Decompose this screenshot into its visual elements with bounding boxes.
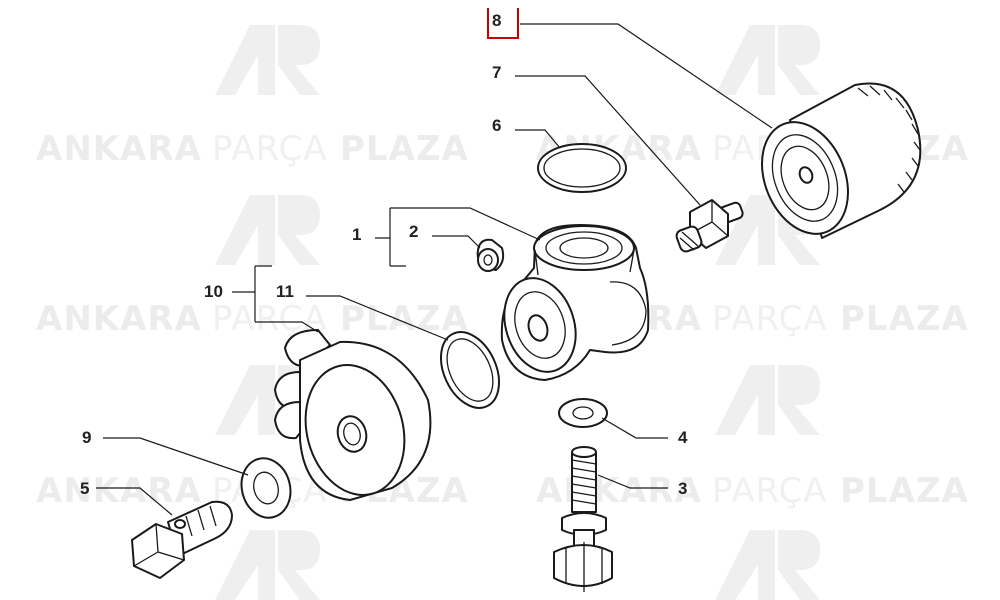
part-5-bolt[interactable]	[131, 500, 233, 579]
ap-logo-icon	[215, 195, 320, 265]
part-2-bushing[interactable]	[476, 238, 505, 272]
watermark-word-ankara: ANKARA	[36, 299, 202, 339]
ap-logo-icon	[715, 25, 820, 95]
callout-label-2[interactable]: 2	[409, 222, 418, 241]
watermark-word-parca: PARÇA	[712, 471, 828, 511]
part-4-washer[interactable]	[558, 398, 608, 428]
leader-lines	[96, 23, 773, 516]
callout-label-9[interactable]: 9	[82, 428, 91, 447]
watermark-word-ankara: ANKARA	[36, 471, 202, 511]
part-7-nipple[interactable]	[675, 199, 744, 253]
callout-label-3[interactable]: 3	[678, 479, 687, 498]
callout-label-1[interactable]: 1	[352, 225, 361, 244]
watermark-word-plaza: PLAZA	[840, 299, 969, 339]
part-1-filter-support[interactable]	[493, 224, 650, 381]
ap-logo-icon	[715, 530, 820, 600]
ap-logo-icon	[215, 25, 320, 95]
watermark-text-row: ANKARA PARÇA PLAZA ANKARA PARÇA PLAZA	[36, 471, 969, 511]
part-11-gasket[interactable]	[430, 323, 511, 417]
watermark-word-plaza: PLAZA	[840, 471, 969, 511]
watermark-word-plaza: PLAZA	[340, 129, 469, 169]
watermark-word-plaza: PLAZA	[340, 299, 469, 339]
part-9-seal-washer[interactable]	[235, 453, 297, 523]
watermark-word-ankara: ANKARA	[536, 471, 702, 511]
callout-label-10[interactable]: 10	[204, 282, 223, 301]
part-6-o-ring[interactable]	[537, 143, 627, 193]
ap-logo-icon	[715, 365, 820, 435]
callout-label-8[interactable]: 8	[492, 11, 501, 30]
watermark-word-parca: PARÇA	[712, 299, 828, 339]
part-10-oil-cooler[interactable]	[274, 329, 432, 506]
callout-label-5[interactable]: 5	[80, 479, 89, 498]
highlight-bracket	[487, 8, 519, 39]
part-8-oil-filter[interactable]	[746, 82, 922, 246]
ap-logo-icon	[215, 530, 320, 600]
watermark-word-parca: PARÇA	[212, 129, 328, 169]
callout-label-11[interactable]: 11	[276, 282, 294, 301]
callout-label-4[interactable]: 4	[678, 428, 688, 447]
callout-label-7[interactable]: 7	[492, 63, 501, 82]
watermark-word-ankara: ANKARA	[36, 129, 202, 169]
part-3-hollow-screw[interactable]	[553, 446, 613, 592]
callout-labels: 1 2 3 4 5 6 7 8 9 10 11	[80, 11, 688, 498]
callout-label-6[interactable]: 6	[492, 116, 501, 135]
